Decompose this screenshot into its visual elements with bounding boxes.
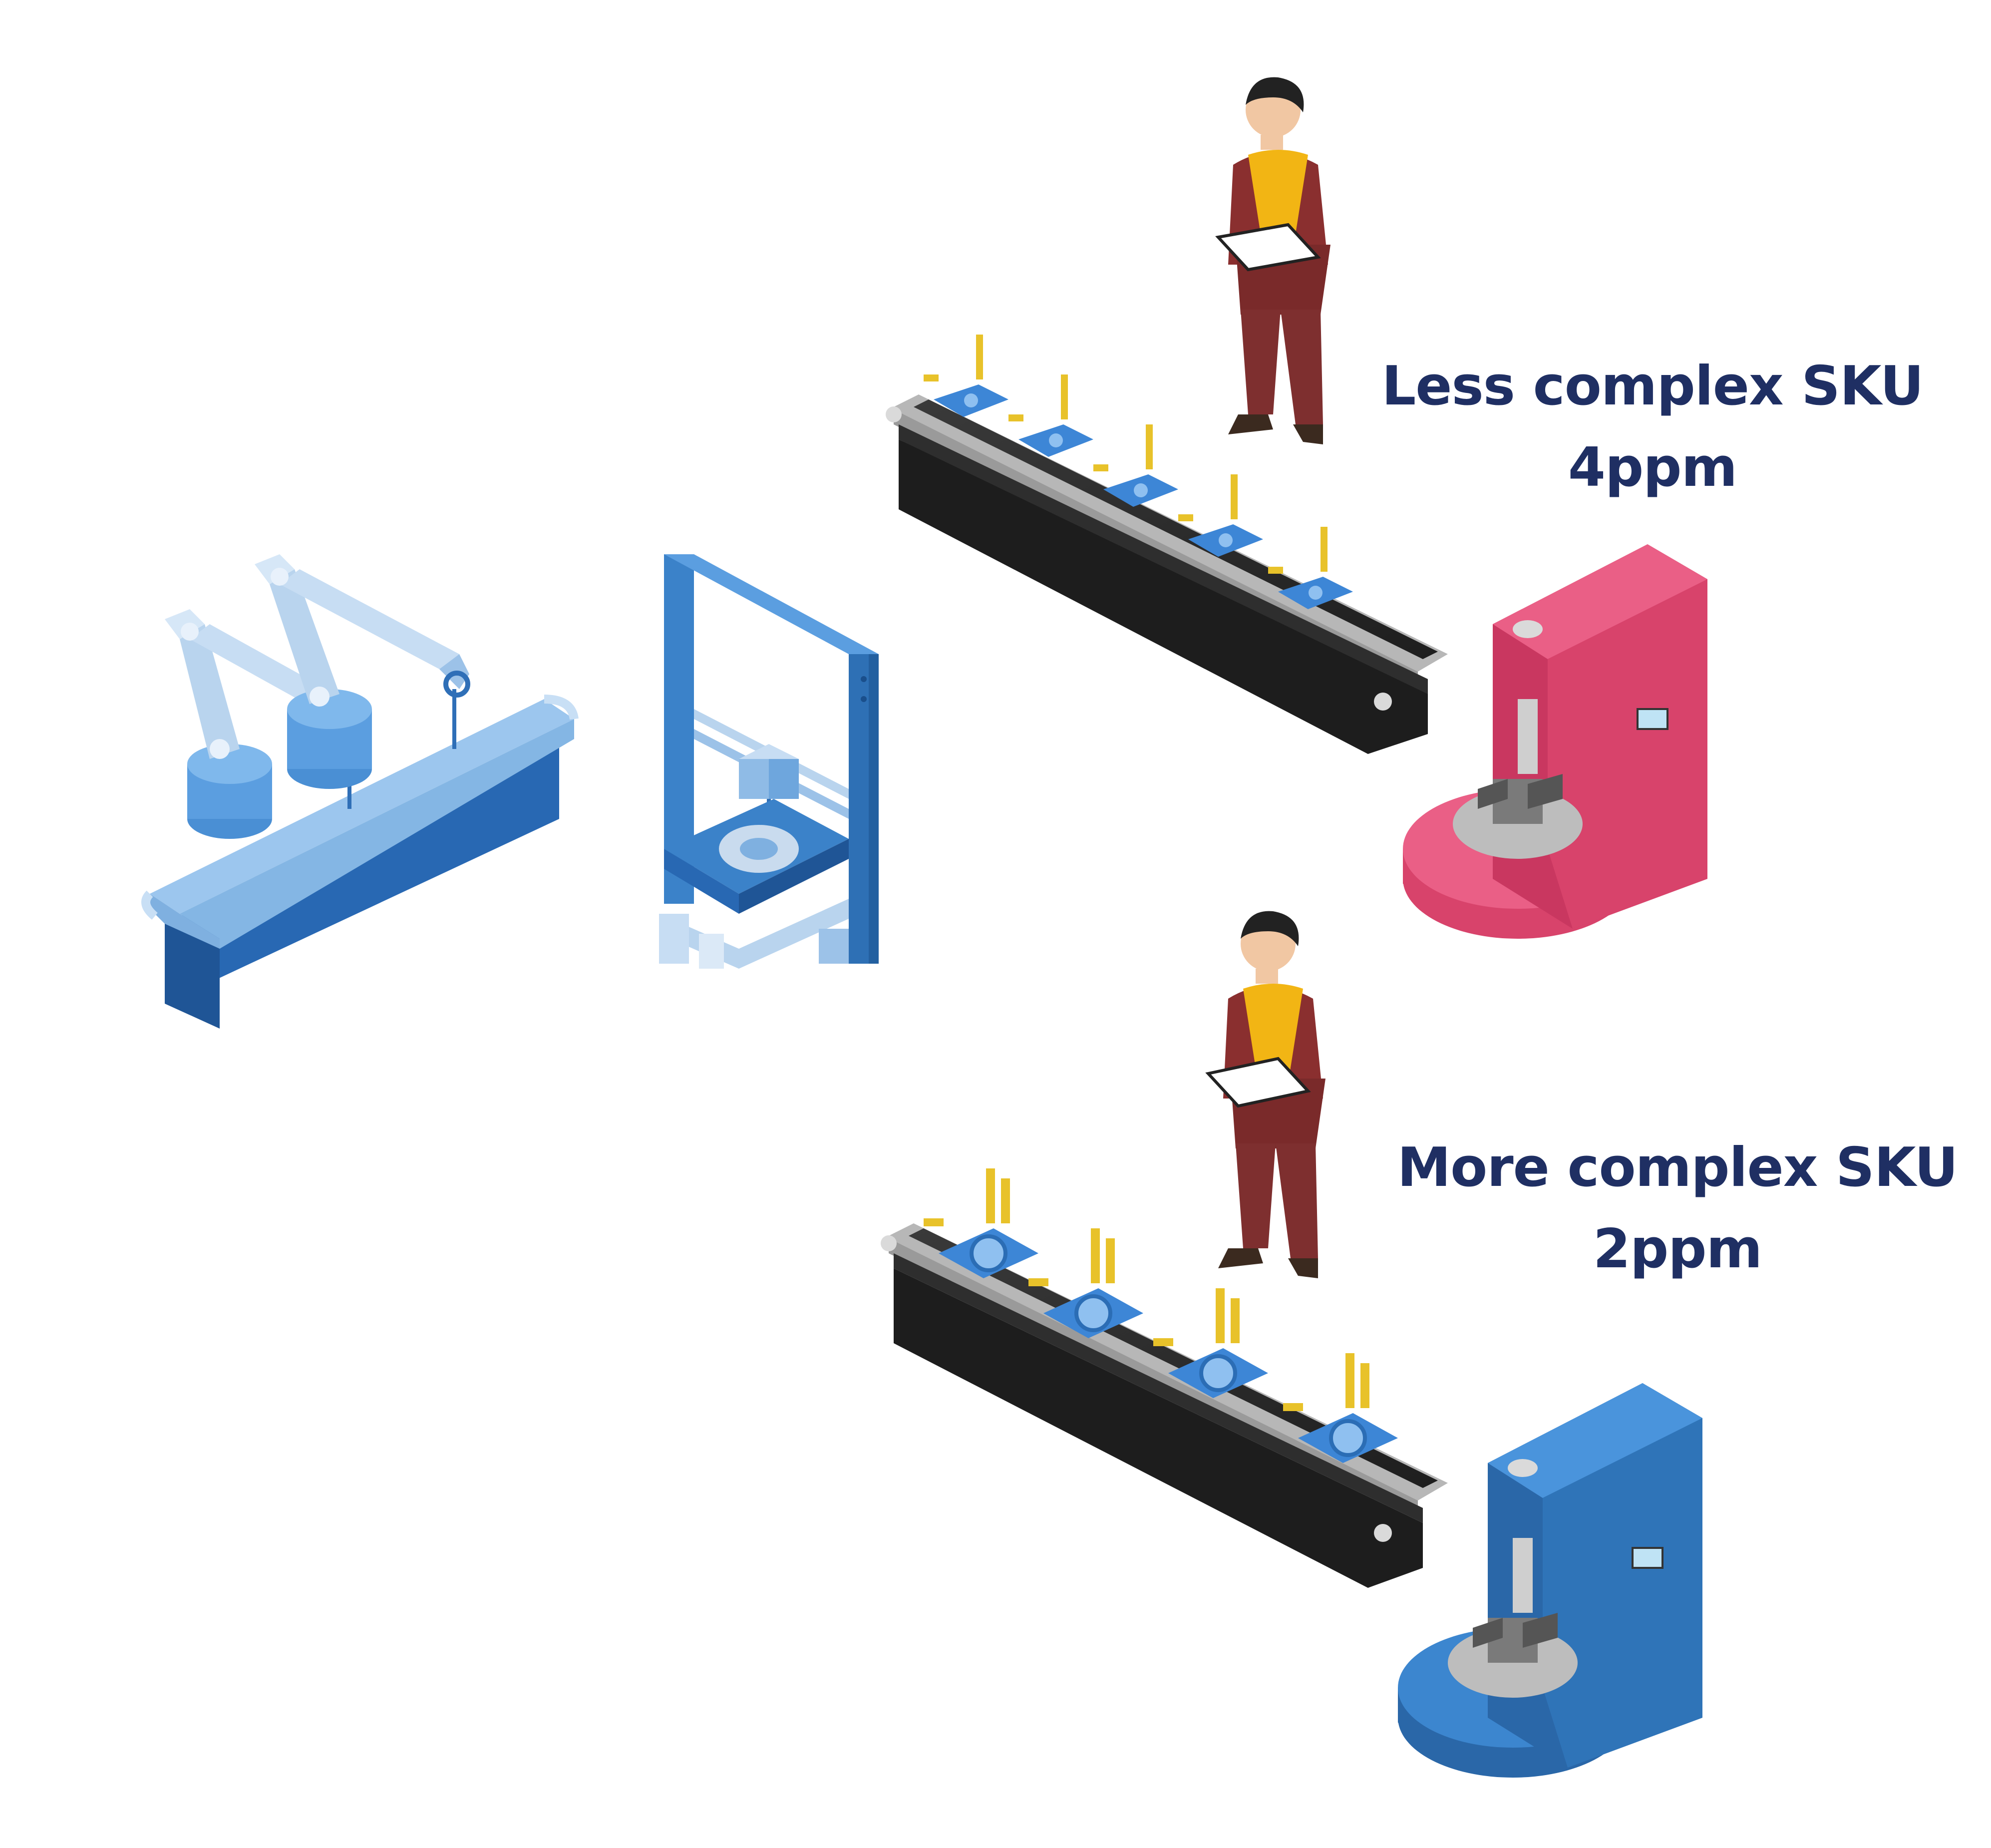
conveyor-belt-icon xyxy=(881,1223,1448,1588)
worker-with-tablet-icon xyxy=(1215,77,1330,444)
top-line xyxy=(886,77,1707,939)
caption-more-complex: More complex SKU 2ppm xyxy=(1378,1141,1977,1276)
sku-label: Less complex SKU xyxy=(1381,355,1924,417)
press-machine-icon xyxy=(1403,544,1707,939)
worker-with-tablet-icon xyxy=(1205,911,1326,1278)
rate-label: 4ppm xyxy=(1568,436,1737,499)
3d-printer-icon xyxy=(659,554,879,969)
rate-label: 2ppm xyxy=(1593,1218,1762,1280)
caption-less-complex: Less complex SKU 4ppm xyxy=(1358,360,1947,495)
press-machine-icon xyxy=(1398,1383,1702,1778)
sku-label: More complex SKU xyxy=(1397,1136,1959,1199)
bottom-line xyxy=(881,911,1702,1778)
robot-arms-conveyor-icon xyxy=(141,554,579,1029)
parts-row-bottom xyxy=(924,1168,1398,1463)
parts-row-top xyxy=(924,335,1353,609)
